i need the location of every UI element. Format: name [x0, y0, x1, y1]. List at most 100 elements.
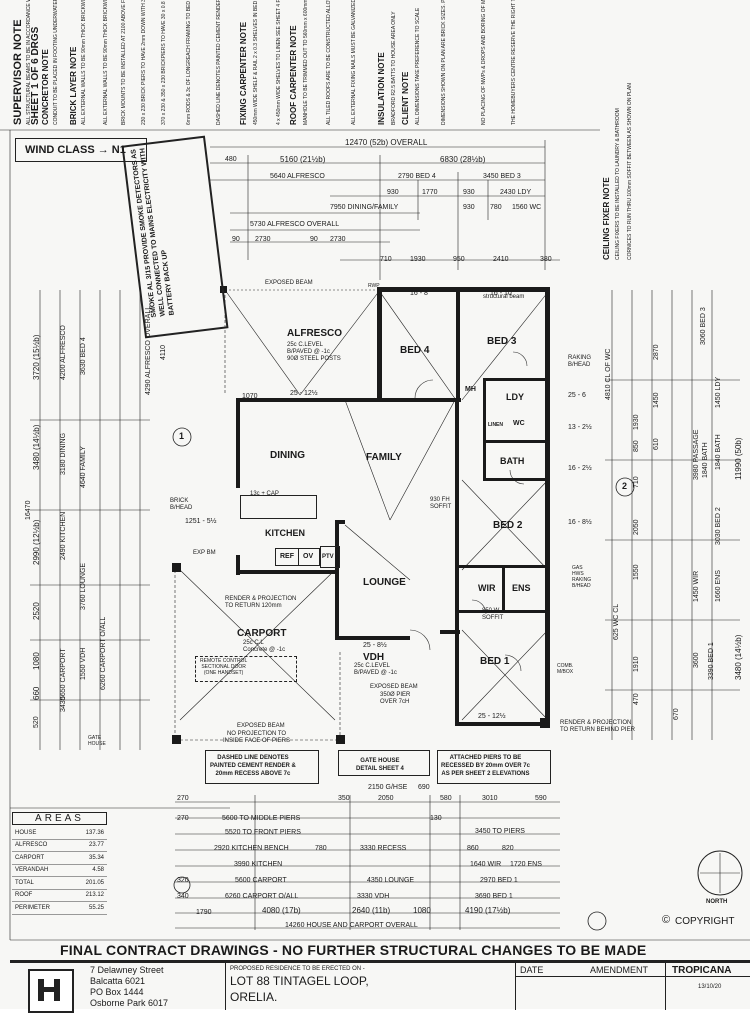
note-column: 230 x 230 BRICK PIERS TO HAVE 2mm DOWN W… [140, 0, 148, 125]
dim: 3390 BED 1 [708, 642, 715, 680]
oven [298, 548, 320, 566]
room-mh: MH [465, 386, 476, 393]
divider [665, 963, 666, 1010]
brick-note-text: ALL EXTERNAL WALLS TO BE 90mm THICK BRIC… [81, 0, 87, 125]
grid-marker: 2 [622, 481, 628, 491]
areas-row-label: VERANDAH [12, 864, 72, 877]
dim: 670 [673, 708, 680, 720]
dim: 2640 (11b) [352, 906, 391, 915]
fixing-note-title: FIXING CARPENTER NOTE [239, 21, 248, 125]
dim: 16470 [25, 500, 32, 520]
dim: 1560 WC [512, 204, 542, 211]
dim: 660 [32, 686, 41, 700]
label: structural beam [483, 294, 525, 300]
pier [220, 286, 227, 293]
wall [377, 287, 382, 402]
room-bed3: BED 3 [487, 336, 517, 347]
dim: 270 [177, 795, 189, 802]
pier [172, 735, 181, 744]
label: EXPOSED BEAM [265, 280, 313, 286]
dim: 1840 BATH [715, 434, 722, 470]
dim: 3450 TO PIERS [475, 828, 525, 835]
amendment-label: AMENDMENT [590, 965, 648, 975]
dashed-note-box [205, 750, 319, 784]
dim: 780 [315, 845, 327, 852]
room-kitchen: KITCHEN [265, 528, 305, 538]
contract-banner: FINAL CONTRACT DRAWINGS - NO FURTHER STR… [60, 942, 647, 958]
note-column: THE HOMEBUYERS CENTRE RESERVE THE RIGHT … [510, 0, 518, 125]
dim: 320 [177, 877, 189, 884]
dim: 5520 TO FRONT PIERS [225, 829, 301, 836]
dim: 3690 BED 1 [475, 893, 513, 900]
dim: 860 [467, 845, 479, 852]
label: 16 - 8 [410, 290, 428, 297]
dim: 4200 ALFRESCO [60, 325, 67, 380]
suburb: ORELIA. [230, 990, 278, 1004]
dim: 3330 RECESS [360, 845, 407, 852]
wall [236, 398, 240, 488]
brick-note-title: BRICK LAYER NOTE [69, 46, 78, 125]
dim: 4190 (17½b) [465, 906, 511, 915]
dim: 5640 ALFRESCO [270, 173, 325, 180]
company-address: PO Box 1444 [90, 987, 144, 997]
dim-overall: 12470 (52b) OVERALL [345, 138, 428, 147]
dim: 2490 KITCHEN [60, 511, 67, 560]
areas-row-label: CARPORT [12, 851, 72, 865]
dim: 4810 CL OF WC [605, 348, 612, 400]
room-alfresco-detail: 25c C.LEVEL B/PAVED @ -1c 90Ø STEEL POST… [287, 342, 341, 362]
note-column: 4 x 450mm WIDE SHELVES TO LINEN SEE SHEE… [276, 0, 282, 125]
dim: 3450 BED 3 [483, 173, 521, 180]
areas-row-value: 35.34 [71, 851, 107, 865]
label: BRICK B/HEAD [170, 498, 193, 511]
label: 13c + CAP [250, 491, 279, 497]
dim: 930 [387, 189, 399, 196]
dim: 930 [463, 189, 475, 196]
dim: 710 [380, 256, 392, 263]
dim: 90 [232, 236, 240, 243]
label: 25 - 8½ [363, 642, 387, 649]
areas-row-value: 213.12 [71, 889, 107, 902]
supervisor-note-title: SUPERVISOR NOTE [12, 19, 24, 125]
wall [455, 722, 550, 726]
label: RAKING B/HEAD [568, 355, 592, 368]
dim: 3480 (14½b) [734, 634, 743, 680]
dim: 4350 LOUNGE [367, 877, 415, 884]
room-alfresco: ALFRESCO [287, 328, 342, 339]
wall [455, 398, 459, 633]
wind-class-box [15, 138, 147, 162]
dim: 3060 BED 3 [700, 307, 707, 345]
dim: 1910 [633, 656, 640, 672]
room-lounge: LOUNGE [363, 577, 406, 588]
room-dining: DINING [270, 450, 305, 461]
room-bed2: BED 2 [493, 520, 523, 531]
dim: 5600 TO MIDDLE PIERS [222, 815, 301, 822]
sheet-number: SHEET 1 OF 6 DRGS [30, 26, 41, 125]
divider [515, 963, 516, 1010]
dim: 2730 [255, 236, 271, 243]
areas-title: AREAS [12, 812, 107, 825]
dim: 930 [463, 204, 475, 211]
dim: 3990 KITCHEN [234, 861, 283, 868]
dim: 6260 CARPORT O/ALL [225, 893, 299, 900]
label: COMB. M/BOX [557, 663, 574, 675]
dim: 2870 [653, 344, 660, 360]
design-name: TROPICANA [672, 965, 732, 976]
dim: 2990 (12½b) [32, 519, 41, 565]
label: 2150 G/HSE [368, 784, 408, 791]
wall [545, 287, 550, 727]
dim: 520 [33, 716, 40, 728]
dim: 625 WC CL [613, 603, 620, 640]
roof-note-title: ROOF CARPENTER NOTE [289, 25, 298, 125]
room-ldy: LDY [506, 392, 524, 402]
label: 25 - 6 [568, 392, 586, 399]
areas-row-label: ROOF [12, 889, 72, 902]
dim: 4110 [160, 344, 167, 360]
room-family: FAMILY [366, 452, 402, 463]
ceiling-note-title: CEILING FIXER NOTE [602, 177, 611, 260]
